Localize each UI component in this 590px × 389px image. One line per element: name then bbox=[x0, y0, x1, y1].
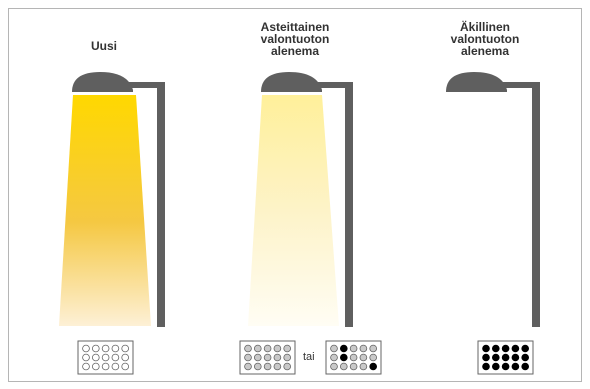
led-dot-new bbox=[101, 353, 110, 362]
led-dot-sudden bbox=[501, 344, 510, 353]
led-dot-sudden bbox=[511, 362, 520, 371]
label-gradual: Asteittainen valontuoton alenema bbox=[260, 20, 330, 58]
light-beam-new bbox=[59, 95, 151, 326]
led-dot-gradual bbox=[253, 353, 262, 362]
led-dot-new bbox=[101, 344, 110, 353]
arm-new bbox=[110, 82, 165, 88]
label-new: Uusi bbox=[90, 39, 117, 53]
led-dot-sudden bbox=[491, 353, 500, 362]
pole-gradual bbox=[345, 82, 353, 327]
arm-sudden bbox=[488, 82, 540, 88]
lamp-head-sudden bbox=[446, 72, 507, 92]
streetlight-gradual bbox=[248, 72, 353, 327]
led-dot-sudden bbox=[501, 353, 510, 362]
led-dot-gradual bbox=[244, 353, 252, 362]
streetlight-sudden bbox=[446, 72, 540, 327]
lamp-head-new bbox=[72, 72, 133, 92]
led-dot-new bbox=[111, 362, 120, 371]
led-dot-gradual bbox=[273, 344, 282, 353]
led-dot-sudden bbox=[482, 344, 490, 353]
led-dot-gradual bbox=[263, 353, 272, 362]
led-dot-new bbox=[82, 344, 90, 353]
led-dot-gradual-or bbox=[349, 353, 358, 362]
led-dot-gradual bbox=[273, 362, 282, 371]
led-dot-sudden bbox=[491, 344, 500, 353]
led-dot-gradual bbox=[263, 362, 272, 371]
led-dot-new bbox=[121, 353, 129, 362]
pole-new bbox=[157, 82, 165, 327]
led-dot-gradual-or bbox=[330, 362, 338, 371]
led-dot-sudden bbox=[491, 362, 500, 371]
led-dot-gradual-or bbox=[359, 362, 368, 371]
led-dot-gradual-or bbox=[330, 344, 338, 353]
led-dot-sudden bbox=[511, 353, 520, 362]
label-sudden: Äkillinen valontuoton alenema bbox=[450, 20, 520, 58]
led-dot-gradual bbox=[253, 362, 262, 371]
led-dot-new bbox=[82, 362, 90, 371]
led-dot-gradual bbox=[253, 344, 262, 353]
led-dot-sudden bbox=[511, 344, 520, 353]
led-dot-gradual-or bbox=[339, 353, 348, 362]
led-dot-sudden bbox=[482, 353, 490, 362]
led-dot-sudden bbox=[482, 362, 490, 371]
pole-sudden bbox=[532, 82, 540, 327]
streetlight-new bbox=[59, 72, 165, 327]
led-dot-new bbox=[111, 353, 120, 362]
arm-gradual bbox=[300, 82, 353, 88]
led-dot-gradual-or bbox=[339, 362, 348, 371]
led-dot-new bbox=[92, 362, 100, 371]
led-dot-gradual-or bbox=[369, 344, 378, 353]
led-dot-gradual bbox=[283, 353, 292, 362]
led-dot-new bbox=[92, 344, 100, 353]
led-dot-gradual bbox=[273, 353, 282, 362]
led-dot-sudden bbox=[521, 353, 529, 362]
led-dot-sudden bbox=[521, 344, 529, 353]
led-dot-gradual bbox=[283, 344, 292, 353]
label-or: tai bbox=[303, 351, 315, 363]
led-dot-gradual bbox=[283, 362, 292, 371]
led-dot-gradual bbox=[244, 362, 252, 371]
led-dot-gradual-or bbox=[339, 344, 348, 353]
led-dot-gradual bbox=[244, 344, 252, 353]
led-dot-sudden bbox=[521, 362, 529, 371]
led-dot-gradual-or bbox=[349, 362, 358, 371]
lamp-head-gradual bbox=[261, 72, 322, 92]
led-dot-new bbox=[101, 362, 110, 371]
led-dot-gradual-or bbox=[369, 362, 378, 371]
led-dot-gradual-or bbox=[369, 353, 378, 362]
led-dot-gradual-or bbox=[349, 344, 358, 353]
led-dot-gradual-or bbox=[359, 344, 368, 353]
light-beam-gradual bbox=[248, 95, 339, 326]
led-dot-new bbox=[121, 344, 129, 353]
led-dot-gradual-or bbox=[359, 353, 368, 362]
led-dot-sudden bbox=[501, 362, 510, 371]
led-dot-new bbox=[82, 353, 90, 362]
led-dot-new bbox=[92, 353, 100, 362]
led-dot-gradual bbox=[263, 344, 272, 353]
led-dot-gradual-or bbox=[330, 353, 338, 362]
led-dot-new bbox=[121, 362, 129, 371]
led-dot-new bbox=[111, 344, 120, 353]
